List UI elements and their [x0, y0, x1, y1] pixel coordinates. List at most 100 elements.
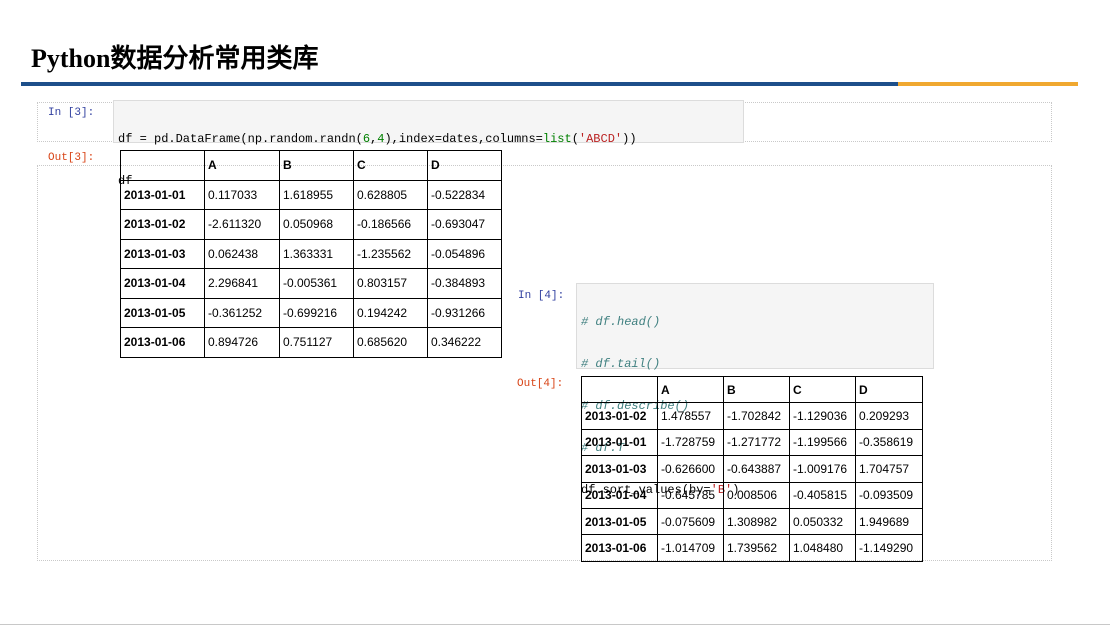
column-header: D	[855, 375, 923, 404]
table-cell: 0.685620	[353, 327, 428, 358]
table-cell: -0.005361	[279, 268, 354, 299]
row-index-cell: 2013-01-05	[120, 297, 205, 328]
column-header: B	[279, 150, 354, 181]
table-corner-cell	[581, 375, 658, 404]
table-cell: 1.478557	[657, 402, 724, 430]
table-cell: 1.308982	[723, 507, 790, 536]
table-cell: -1.009176	[789, 455, 856, 483]
cell4-out-prompt: Out[4]:	[517, 378, 564, 390]
title-rule	[21, 82, 898, 86]
table-cell: -1.014709	[657, 534, 724, 562]
table-cell: -0.361252	[204, 297, 280, 328]
table-cell: 1.618955	[279, 179, 354, 210]
table-cell: -1.728759	[657, 428, 724, 457]
column-header: A	[657, 375, 724, 404]
table-cell: -0.075609	[657, 507, 724, 536]
table-cell: -0.643887	[723, 455, 790, 483]
table-cell: -0.699216	[279, 297, 354, 328]
table-cell: 0.209293	[855, 402, 923, 430]
column-header: C	[789, 375, 856, 404]
cell3-in-prompt: In [3]:	[48, 107, 95, 119]
row-index-cell: 2013-01-03	[120, 238, 205, 269]
table-cell: 0.346222	[427, 327, 502, 358]
table-cell: 1.363331	[279, 238, 354, 269]
table-cell: 0.008506	[723, 481, 790, 509]
table-cell: -0.522834	[427, 179, 502, 210]
cell3-code-editor[interactable]: df = pd.DataFrame(np.random.randn(6,4),i…	[113, 100, 744, 188]
cell3-output-area	[37, 165, 1052, 561]
row-index-cell: 2013-01-01	[120, 179, 205, 210]
table-cell: -2.611320	[204, 209, 280, 240]
row-index-cell: 2013-01-01	[581, 428, 658, 457]
slide-footer-line	[0, 624, 1110, 625]
row-index-cell: 2013-01-04	[120, 268, 205, 299]
table-cell: 0.050332	[789, 507, 856, 536]
cell4-code-line-1: # df.head()	[581, 315, 661, 329]
table-row: 2013-01-01-1.728759-1.271772-1.199566-0.…	[581, 428, 923, 457]
column-header: D	[427, 150, 502, 181]
table-cell: 1.739562	[723, 534, 790, 562]
cell4-code-line-2: # df.tail()	[581, 357, 661, 371]
table-cell: -0.358619	[855, 428, 923, 457]
slide-title: Python数据分析常用类库	[31, 44, 319, 73]
column-header: B	[723, 375, 790, 404]
table-corner-cell	[120, 150, 205, 181]
title-rule-accent	[898, 82, 1078, 86]
column-header: A	[204, 150, 280, 181]
row-index-cell: 2013-01-06	[581, 534, 658, 562]
table-cell: -0.054896	[427, 238, 502, 269]
table-cell: 1.048480	[789, 534, 856, 562]
table-cell: -0.626600	[657, 455, 724, 483]
table-cell: 0.062438	[204, 238, 280, 269]
table-cell: -0.645785	[657, 481, 724, 509]
cell4-code-editor[interactable]: # df.head() # df.tail() # df.describe() …	[576, 283, 934, 497]
table-cell: -0.093509	[855, 481, 923, 509]
table-cell: 0.751127	[279, 327, 354, 358]
table-cell: -1.129036	[789, 402, 856, 430]
table-cell: 1.949689	[855, 507, 923, 536]
cell3-out-prompt: Out[3]:	[48, 152, 95, 164]
table-cell: -0.693047	[427, 209, 502, 240]
table-cell: -0.405815	[789, 481, 856, 509]
cell4-in-prompt: In [4]:	[518, 290, 565, 302]
table-cell: -1.199566	[789, 428, 856, 457]
row-index-cell: 2013-01-03	[581, 455, 658, 483]
table-cell: -0.384893	[427, 268, 502, 299]
row-index-cell: 2013-01-04	[581, 481, 658, 509]
table-cell: -1.271772	[723, 428, 790, 457]
row-index-cell: 2013-01-05	[581, 507, 658, 536]
row-index-cell: 2013-01-02	[581, 402, 658, 430]
row-index-cell: 2013-01-06	[120, 327, 205, 358]
table-cell: -1.149290	[855, 534, 923, 562]
table-cell: 0.194242	[353, 297, 428, 328]
table-cell: -0.186566	[353, 209, 428, 240]
cell3-code-line-1: df = pd.DataFrame(np.random.randn(6,4),i…	[118, 132, 637, 146]
table-cell: 0.117033	[204, 179, 280, 210]
row-index-cell: 2013-01-02	[120, 209, 205, 240]
table-cell: 0.894726	[204, 327, 280, 358]
column-header: C	[353, 150, 428, 181]
table-cell: -1.235562	[353, 238, 428, 269]
table-cell: 2.296841	[204, 268, 280, 299]
table-cell: 0.628805	[353, 179, 428, 210]
table-cell: 1.704757	[855, 455, 923, 483]
table-cell: 0.803157	[353, 268, 428, 299]
table-cell: -1.702842	[723, 402, 790, 430]
table-cell: -0.931266	[427, 297, 502, 328]
table-cell: 0.050968	[279, 209, 354, 240]
